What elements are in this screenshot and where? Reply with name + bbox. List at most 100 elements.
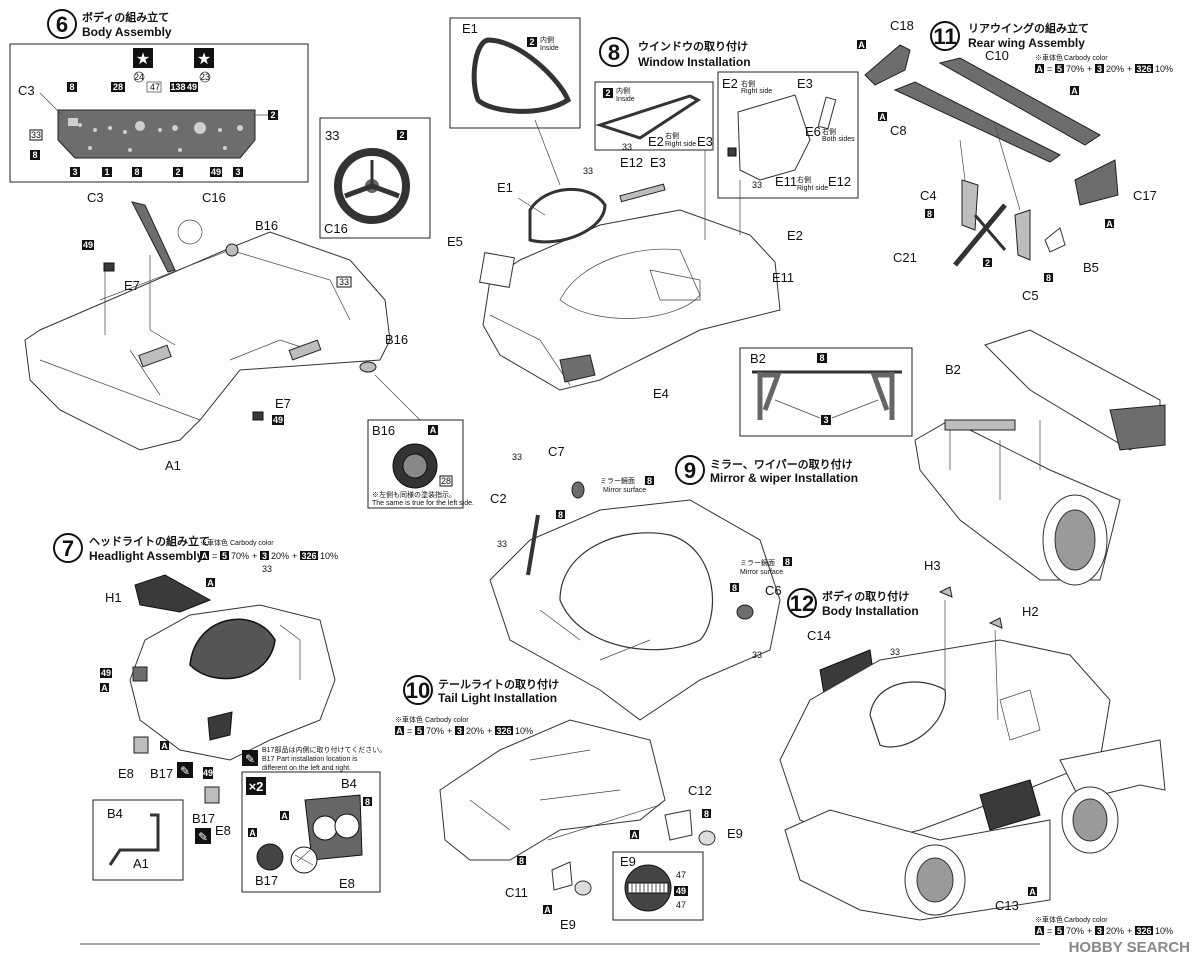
- c5-paint-8: 8: [1046, 273, 1051, 283]
- svg-text:A: A: [1036, 926, 1043, 936]
- side-window-right-en: Right side: [665, 141, 696, 148]
- mirror-surface-en-2: Mirror surface: [740, 569, 783, 576]
- label-c14: C14: [807, 628, 831, 643]
- door-e3: E3: [797, 76, 813, 91]
- label-c7: C7: [548, 444, 565, 459]
- b17-paint-a: A: [249, 828, 256, 838]
- svg-text:20%: 20%: [271, 551, 289, 561]
- svg-text:=: =: [1047, 64, 1052, 74]
- svg-text:A: A: [396, 726, 403, 736]
- b17-note-jp: B17部品は内側に取り付けてください。: [262, 745, 386, 754]
- paint-23: 23: [200, 72, 210, 82]
- svg-text:A: A: [1036, 64, 1043, 74]
- svg-text:326: 326: [496, 726, 511, 736]
- mirror-paint-8a: 8: [647, 476, 652, 486]
- door-both-jp: 右側: [822, 127, 836, 136]
- svg-text:=: =: [407, 726, 412, 736]
- e1-inset-label: E1: [462, 21, 478, 36]
- label-c16-inset: C16: [324, 221, 348, 236]
- step-10-title-jp: テールライトの取り付け: [438, 677, 559, 691]
- step-12-drawing: H3 H2 C14 33 A C13: [779, 558, 1166, 921]
- label-e8-2: E8: [215, 823, 231, 838]
- watermark: HOBBY SEARCH: [1069, 939, 1190, 956]
- label-a1: A1: [165, 458, 181, 473]
- c7-paint-8: 8: [558, 510, 563, 520]
- svg-text:+: +: [292, 551, 297, 561]
- side-window-inside-en: Inside: [616, 96, 635, 103]
- svg-text:138: 138: [170, 82, 185, 92]
- door-e11: E11: [775, 174, 797, 189]
- step8-paint-33a: 33: [583, 166, 593, 176]
- svg-text:+: +: [1087, 926, 1092, 936]
- step-11-header: 11 リアウイングの組み立て Rear wing Assembly ※車体色 C…: [930, 21, 1173, 74]
- svg-text:+: +: [1127, 64, 1132, 74]
- side-window-e2: E2: [648, 134, 664, 149]
- paint-chip-2b: 2: [173, 167, 183, 177]
- paint-47: 47: [150, 82, 160, 92]
- label-e8: E8: [118, 766, 134, 781]
- b4-section-label: B4: [107, 806, 123, 821]
- svg-text:+: +: [1127, 926, 1132, 936]
- mirror-surface-jp-1: ミラー鏡面: [600, 476, 635, 485]
- rear-wing-parts: C18 A C10 A C8 A C17 A C4 8 C21 2 8 C5 B…: [857, 18, 1157, 303]
- step-6-title-jp: ボディの組み立て: [82, 10, 169, 24]
- svg-text:10%: 10%: [515, 726, 533, 736]
- step-11-color-mix: A = 5 70% + 3 20% + 326 10%: [1035, 64, 1173, 74]
- e9-inset-label: E9: [620, 854, 636, 869]
- label-c5: C5: [1022, 288, 1039, 303]
- svg-text:+: +: [487, 726, 492, 736]
- e1-inside-en: Inside: [540, 45, 559, 52]
- label-c13: C13: [995, 898, 1019, 913]
- step7-paint-a2: A: [161, 741, 168, 751]
- step-9-drawing: 33 C7 ミラー鏡面 8 Mirror surface 8 C2 33 ミラー…: [489, 444, 792, 721]
- label-h2: H2: [1022, 604, 1039, 619]
- b16-paint-a: A: [430, 425, 437, 435]
- step-7-number: 7: [62, 536, 74, 561]
- svg-text:2: 2: [175, 167, 180, 177]
- label-b16-top: B16: [255, 218, 278, 233]
- c12-paint-a: A: [631, 830, 638, 840]
- step-6-title-en: Body Assembly: [82, 25, 172, 39]
- c14-paint-33: 33: [890, 647, 900, 657]
- b4-section-inset: B4 A1: [92, 799, 184, 881]
- paint-chip-8c: 8: [132, 167, 142, 177]
- mirror-paint-8b: 8: [785, 557, 790, 567]
- b2-inset: B2 8 3: [739, 347, 913, 437]
- svg-text:+: +: [1087, 64, 1092, 74]
- label-c21: C21: [893, 250, 917, 265]
- c17-paint-a: A: [1106, 219, 1113, 229]
- step-8-body-drawing: E1 33 E12 E3 E5 E2 E11 E4: [447, 119, 803, 401]
- e1-window-inset: E1 2 内側 Inside: [449, 17, 581, 129]
- label-b17-inset: B17: [255, 873, 278, 888]
- label-e9-tail: E9: [727, 826, 743, 841]
- paint-33-label: 33: [325, 128, 339, 143]
- svg-text:326: 326: [1136, 64, 1151, 74]
- c18-paint-a: A: [858, 40, 865, 50]
- step-12-title-en: Body Installation: [822, 604, 919, 618]
- label-c6: C6: [765, 583, 782, 598]
- svg-text:49: 49: [187, 82, 197, 92]
- svg-text:+: +: [252, 551, 257, 561]
- a1-section-label: A1: [133, 856, 149, 871]
- brush-icon-note: [242, 750, 258, 766]
- door-e12: E12: [828, 174, 851, 189]
- door-e6: E6: [805, 124, 821, 139]
- side-window-e3: E3: [697, 134, 713, 149]
- b2-label: B2: [750, 351, 766, 366]
- step-8-title-en: Window Installation: [638, 55, 751, 69]
- svg-text:5: 5: [222, 551, 227, 561]
- svg-text:3: 3: [1097, 926, 1102, 936]
- label-c18: C18: [890, 18, 914, 33]
- side-window-inset: 2 内側 Inside 33 E2 右側 Right side E3: [594, 81, 714, 152]
- svg-text:5: 5: [1057, 926, 1062, 936]
- svg-text:20%: 20%: [1106, 926, 1124, 936]
- steering-wheel-inset: 33 2 C16: [319, 117, 431, 239]
- svg-text:49: 49: [83, 240, 93, 250]
- svg-text:49: 49: [101, 668, 111, 678]
- label-b17-2: B17: [192, 811, 215, 826]
- step-9-title-jp: ミラー、ワイパーの取り付け: [710, 457, 853, 471]
- c11-paint-8: 8: [519, 856, 524, 866]
- label-e9-tail2: E9: [560, 917, 576, 932]
- paint-49-e7b: 49: [272, 415, 284, 425]
- svg-text:+: +: [447, 726, 452, 736]
